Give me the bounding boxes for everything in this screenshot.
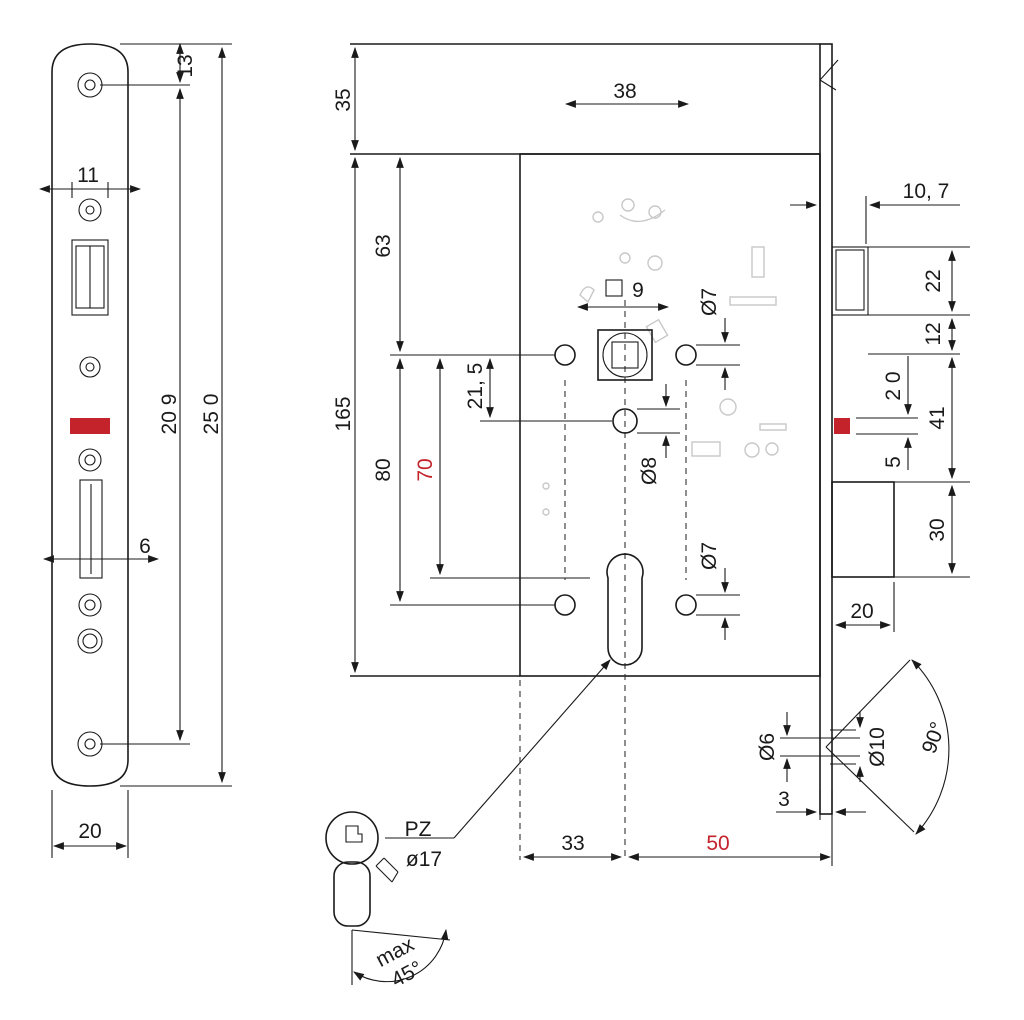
label-dist-41: 41 [926,406,949,429]
label-upper: 63 [372,234,395,257]
trigger-marker-side [834,418,850,434]
label-angle: 90° [918,719,950,757]
label-bolt-height: 30 [926,518,949,541]
label-cylinder-diameter: ø17 [406,848,442,871]
label-hole-mid: Ø8 [638,457,661,485]
label-lower: 80 [372,458,395,481]
label-bolt-throw: 20 [850,600,873,623]
label-screw-d10: Ø10 [866,727,889,767]
lock-body [350,43,895,860]
label-screw-pitch: 20 9 [158,394,181,435]
label-hole-top: Ø7 [698,288,721,316]
label-square: 9 [632,279,644,302]
label-cylinder-type: PZ [405,818,432,841]
label-top: 35 [332,88,355,111]
label-plate: 3 [778,788,790,811]
label-bolt-width: 11 [77,164,99,187]
label-thickness: 10, 7 [903,180,950,203]
faceplate [51,43,129,787]
label-gap: 12 [922,322,945,345]
label-backset: 50 [706,832,729,855]
label-faceplate-width: 20 [78,820,101,843]
trigger-marker [70,418,110,434]
faceplate-dimensions [38,42,232,858]
label-hole-bottom: Ø7 [698,542,721,570]
label-top-offset: 13 [174,54,197,77]
side-dimensions [776,196,970,835]
label-latch-height: 22 [922,269,945,292]
cylinder-detail [325,659,611,985]
label-dist-5: 5 [882,456,905,468]
label-deadbolt: 6 [139,535,151,558]
label-screw-d6: Ø6 [756,733,779,761]
label-spindle-offset: 21, 5 [464,363,487,410]
label-edge: 33 [561,832,584,855]
label-distance: 70 [414,458,437,481]
label-faceplate-height: 25 0 [200,394,223,435]
body-dimensions [351,46,833,866]
labels: 13 11 20 9 25 0 6 20 35 38 63 165 80 70 … [77,54,950,992]
label-dist-20: 2 0 [882,371,905,400]
label-center: 38 [613,80,636,103]
label-body-height: 165 [332,396,355,431]
